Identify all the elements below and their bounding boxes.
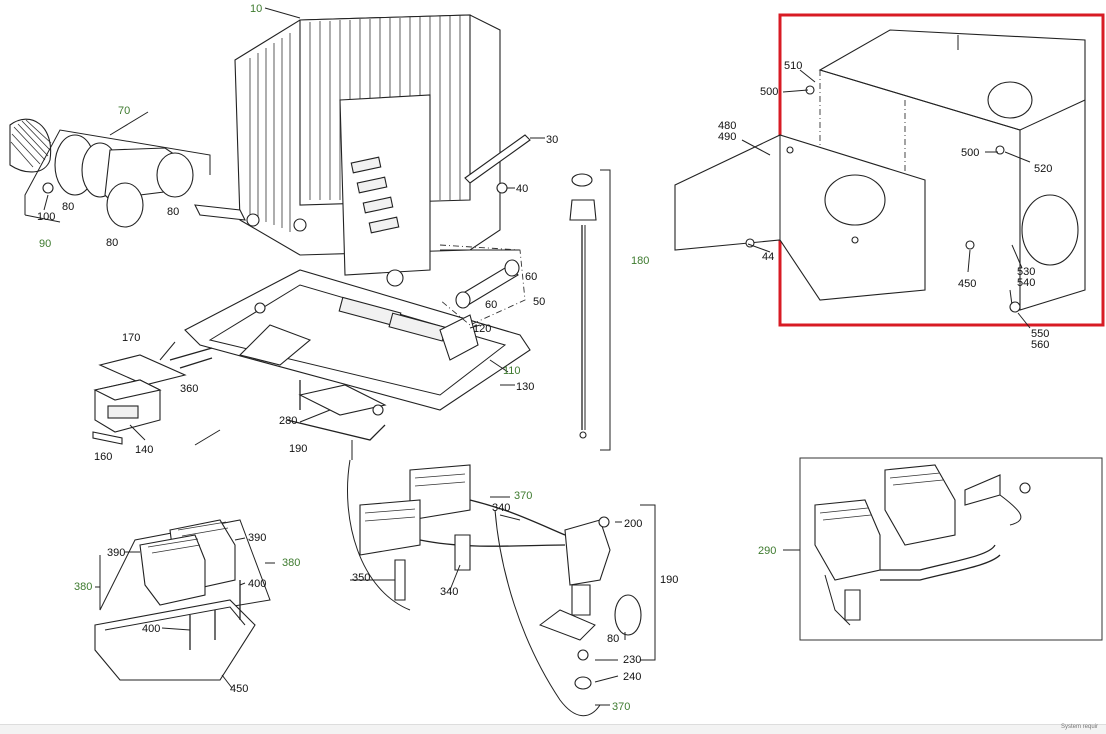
label-190-a[interactable]: 190: [289, 443, 307, 455]
label-80-a[interactable]: 80: [62, 201, 74, 213]
label-100[interactable]: 100: [37, 211, 55, 223]
label-10[interactable]: 10: [250, 3, 262, 15]
label-450-a[interactable]: 450: [230, 683, 248, 695]
leader-lines: [43, 7, 1031, 706]
label-44[interactable]: 44: [762, 251, 774, 263]
label-280[interactable]: 280: [279, 415, 297, 427]
label-380-b[interactable]: 380: [282, 557, 300, 569]
label-180[interactable]: 180: [631, 255, 649, 267]
label-480[interactable]: 480: [718, 120, 736, 132]
label-350[interactable]: 350: [352, 572, 370, 584]
label-190-b[interactable]: 190: [660, 574, 678, 586]
label-70[interactable]: 70: [118, 105, 130, 117]
label-520[interactable]: 520: [1034, 163, 1052, 175]
label-360[interactable]: 360: [180, 383, 198, 395]
label-80-d[interactable]: 80: [607, 633, 619, 645]
kit-box-290: [799, 457, 1103, 641]
burner-casing-380[interactable]: [94, 519, 271, 681]
label-80-c[interactable]: 80: [106, 237, 118, 249]
heat-shield-480[interactable]: [674, 134, 926, 301]
label-530[interactable]: 530: [1017, 266, 1035, 278]
label-450-b[interactable]: 450: [958, 278, 976, 290]
spacers-50-60[interactable]: [439, 244, 526, 326]
label-170[interactable]: 170: [122, 332, 140, 344]
label-290[interactable]: 290: [758, 545, 776, 557]
burner-bracket-280[interactable]: [286, 380, 387, 460]
label-130[interactable]: 130: [516, 381, 534, 393]
label-400-a[interactable]: 400: [248, 578, 266, 590]
label-340-b[interactable]: 340: [440, 586, 458, 598]
label-160[interactable]: 160: [94, 451, 112, 463]
label-110[interactable]: 110: [503, 365, 521, 377]
label-340-a[interactable]: 340: [492, 502, 510, 514]
thermocouple-rod-180[interactable]: [569, 169, 611, 451]
label-40[interactable]: 40: [516, 183, 528, 195]
label-240[interactable]: 240: [623, 671, 641, 683]
label-200[interactable]: 200: [624, 518, 642, 530]
label-230[interactable]: 230: [623, 654, 641, 666]
label-50[interactable]: 50: [533, 296, 545, 308]
enclosure-box[interactable]: [805, 29, 1086, 313]
gas-valve-190[interactable]: [538, 504, 656, 690]
heat-exchanger-10[interactable]: [234, 14, 520, 287]
label-550[interactable]: 550: [1031, 328, 1049, 340]
pin-160[interactable]: [92, 431, 123, 445]
label-500-b[interactable]: 500: [961, 147, 979, 159]
label-500-a[interactable]: 500: [760, 86, 778, 98]
label-120[interactable]: 120: [473, 323, 491, 335]
label-540[interactable]: 540: [1017, 277, 1035, 289]
label-510[interactable]: 510: [784, 60, 802, 72]
label-390-b[interactable]: 390: [248, 532, 266, 544]
burner-assembly-370[interactable]: [347, 459, 601, 717]
label-370-b[interactable]: 370: [612, 701, 630, 713]
screw-40[interactable]: [496, 182, 515, 194]
cover-panel-170[interactable]: [98, 354, 187, 386]
flue-duct-assembly-70[interactable]: [9, 118, 260, 228]
screw-360[interactable]: [169, 347, 213, 369]
bracket-30[interactable]: [464, 134, 545, 184]
label-140[interactable]: 140: [135, 444, 153, 456]
label-490[interactable]: 490: [718, 131, 736, 143]
label-90[interactable]: 90: [39, 238, 51, 250]
label-370-a[interactable]: 370: [514, 490, 532, 502]
label-60-b[interactable]: 60: [485, 299, 497, 311]
part-labels: 10 30 40 60 50 60 70 80 80 80 100 90 120…: [37, 3, 1052, 713]
label-30[interactable]: 30: [546, 134, 558, 146]
label-60-a[interactable]: 60: [525, 271, 537, 283]
label-380-a[interactable]: 380: [74, 581, 92, 593]
valve-kit-290[interactable]: [814, 464, 1031, 626]
base-plate-110[interactable]: [184, 269, 531, 411]
label-400-b[interactable]: 400: [142, 623, 160, 635]
label-560[interactable]: 560: [1031, 339, 1049, 351]
label-80-b[interactable]: 80: [167, 206, 179, 218]
label-390-a[interactable]: 390: [107, 547, 125, 559]
status-text: System requir: [1060, 724, 1098, 730]
status-bar: System requir: [0, 724, 1106, 734]
control-box-140[interactable]: [93, 379, 162, 433]
